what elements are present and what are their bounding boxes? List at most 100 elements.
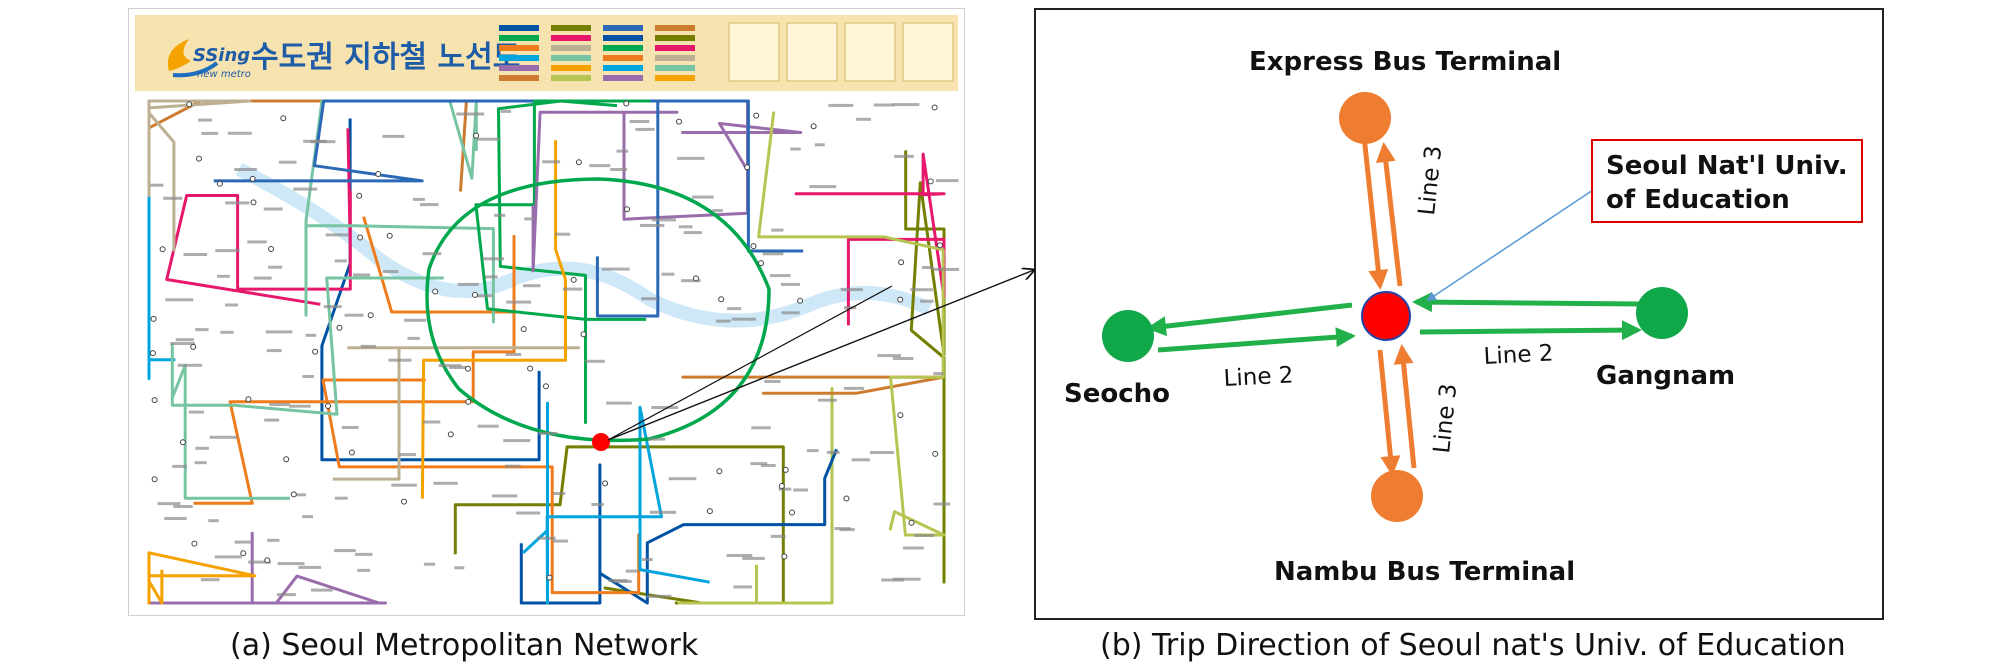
station-name-mark [355,552,373,556]
station-name-mark [562,287,583,291]
station-name-mark [814,143,825,147]
station-name-mark [505,353,522,356]
transfer-station-mark [810,123,817,130]
station-name-mark [873,103,895,107]
station-name-mark [500,109,512,113]
transfer-station-mark [936,242,943,249]
transfer-station-mark [602,480,609,487]
station-name-mark [629,120,650,123]
subway-line [147,531,387,605]
transfer-station-mark [191,540,198,547]
transfer-station-mark [927,178,934,185]
station-name-mark [606,401,632,405]
transfer-station-mark [908,519,915,526]
legend-swatch [551,75,591,81]
legend-swatch [499,35,539,41]
station-name-mark [201,131,219,135]
station-name-mark [591,503,604,506]
transfer-station-mark [472,291,478,298]
station-name-mark [771,228,784,232]
transfer-station-mark [190,343,197,350]
station-name-mark [323,305,342,309]
arrow-line3-bottom-down [1377,349,1401,476]
station-name-mark [524,217,535,221]
station-name-mark [277,593,296,597]
station-name-mark [334,259,347,263]
station-name-mark [334,549,356,553]
transfer-station-mark [898,259,905,266]
station-name-mark [828,103,854,107]
legend-box [786,22,838,82]
station-name-mark [419,203,439,207]
label-pointer-arrow [1426,187,1597,302]
transfer-station-mark [543,383,549,390]
station-name-mark [625,569,638,573]
station-name-mark [234,168,257,171]
transfer-station-mark [149,350,156,357]
station-name-mark [691,195,714,199]
station-name-mark [610,168,627,171]
station-name-mark [200,578,220,582]
legend-swatch [603,75,643,81]
station-name-mark [769,274,791,278]
center-label-line2: of Education [1606,185,1790,215]
seoul-metro-map-panel: SSing new metro 수도권 지하철 노선도 [128,8,965,616]
station-name-mark [357,568,371,572]
transfer-station-mark [312,348,319,355]
station-name-mark [454,566,465,570]
station-name-mark [157,502,181,506]
station-name-mark [892,357,914,360]
station-name-mark [793,488,808,492]
transfer-station-mark [151,476,158,483]
transfer-station-mark [249,175,256,182]
station-name-mark [639,224,665,227]
station-name-mark [555,232,571,236]
station-name-mark [164,517,187,520]
station-name-mark [295,493,306,497]
station-label-gangnam: Gangnam [1596,361,1735,391]
station-name-mark [553,492,566,495]
station-name-mark [843,386,865,390]
station-name-mark [651,218,676,222]
station-name-mark [856,117,871,121]
station-name-mark [742,556,765,560]
legend-swatch [603,65,643,71]
center-label-box [1591,139,1863,223]
map-title: 수도권 지하철 노선도 [251,40,520,75]
subway-line [531,99,803,273]
station-name-mark [751,426,771,430]
transfer-station-mark [245,396,252,403]
station-name-mark [712,209,723,213]
station-name-mark [173,505,193,508]
station-name-mark [542,160,561,164]
station-name-mark [175,338,194,342]
legend-swatch [655,35,695,41]
station-name-mark [341,426,359,429]
station-name-mark [477,424,499,428]
station-name-mark [407,336,420,340]
transfer-station-mark [465,398,472,405]
transfer-station-mark [789,509,795,516]
subway-line [193,216,516,505]
station-name-mark [360,344,376,348]
transfer-station-mark [931,104,938,111]
station-name-mark [826,450,840,454]
station-name-mark [881,578,904,582]
station-name-mark [726,554,753,557]
transfer-station-mark [716,468,723,475]
station-name-mark [183,253,208,256]
station-name-mark [892,577,921,581]
subway-line [147,99,252,252]
station-name-mark [648,437,666,441]
subway-line [332,346,580,481]
transfer-station-mark [718,296,725,303]
station-name-mark [268,265,283,269]
station-name-mark [936,179,959,183]
station-name-mark [310,140,336,144]
station-name-mark [922,266,933,269]
station-name-mark [715,319,731,323]
transfer-station-mark [375,171,382,177]
transfer-station-mark [932,450,939,457]
station-name-mark [877,354,901,358]
station-name-mark [642,558,653,561]
